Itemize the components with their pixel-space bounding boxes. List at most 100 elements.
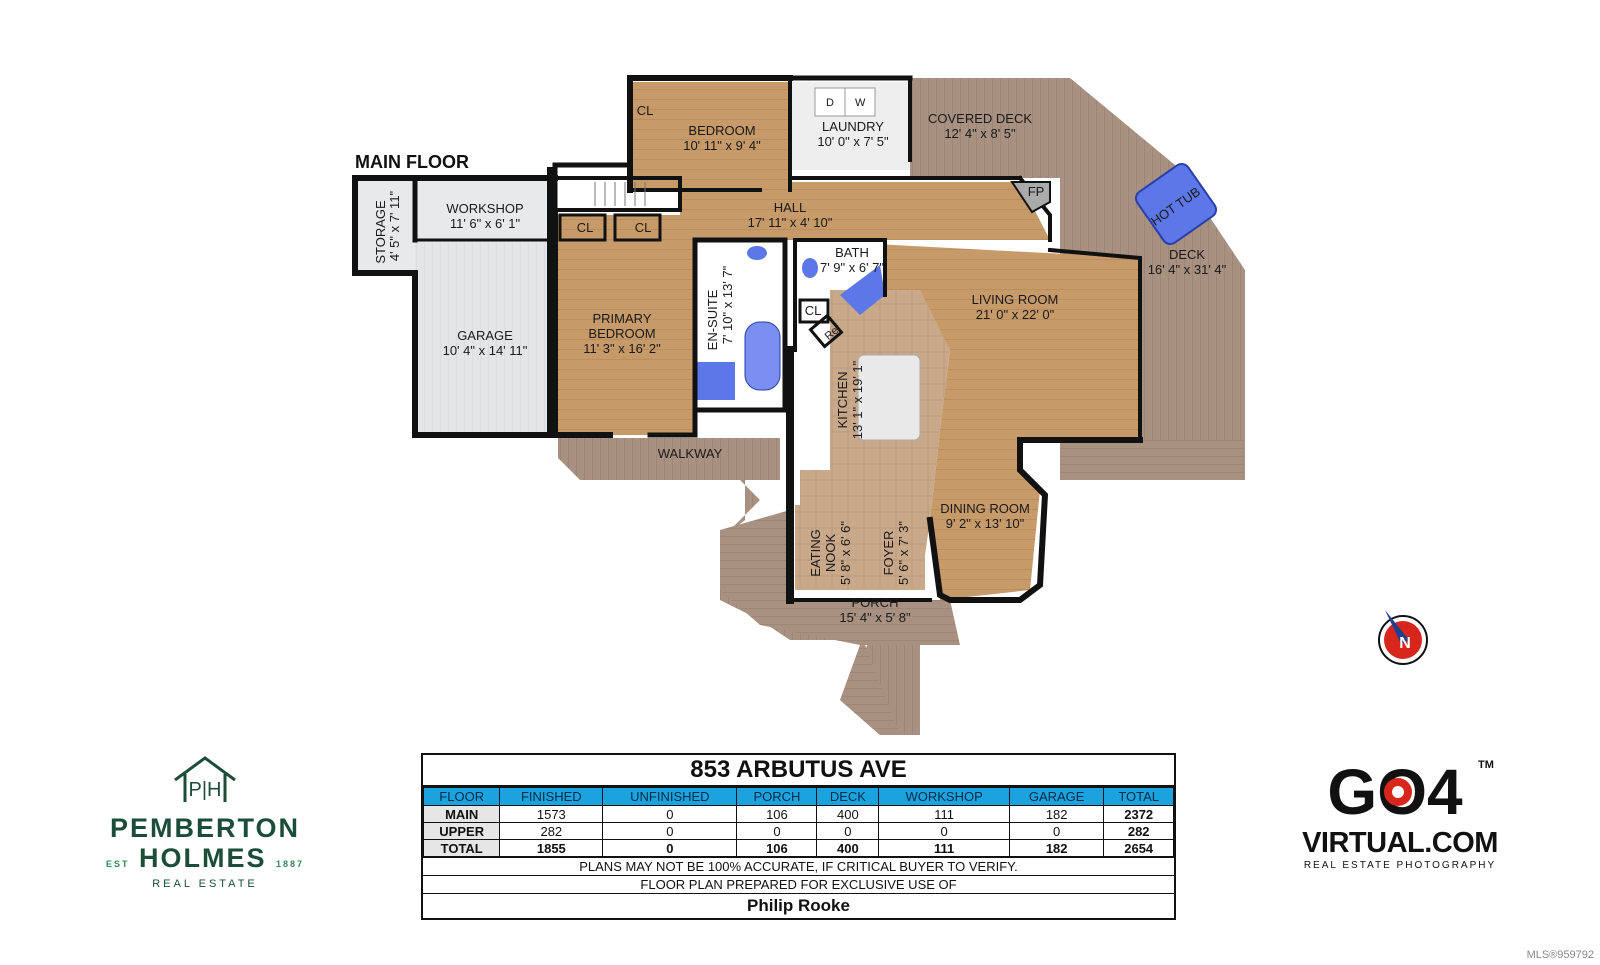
covered-deck-area (910, 78, 1245, 440)
area-table: FLOOR FINISHED UNFINISHED PORCH DECK WOR… (422, 787, 1174, 857)
hot-tub (1134, 162, 1218, 246)
dims-deck: 16' 4" x 31' 4" (1148, 262, 1227, 277)
dryer-label: D (826, 97, 834, 109)
table-cell: 111 (878, 805, 1010, 823)
dims-bath: 7' 9" x 6' 7" (820, 260, 884, 275)
table-cell: MAIN (422, 805, 501, 823)
table-cell: TOTAL (422, 839, 501, 857)
dims-workshop: 11' 6" x 6' 1" (450, 216, 521, 231)
table-cell: 282 (499, 822, 604, 840)
porch-area (720, 510, 960, 735)
table-cell: 0 (878, 822, 1010, 840)
room-labels: BEDROOM 10' 11" x 9' 4" LAUNDRY 10' 0" x… (373, 103, 1227, 625)
logo-mark: P|H (189, 779, 222, 801)
dims-dining-room: 9' 2" x 13' 10" (946, 516, 1025, 531)
hall-area (680, 182, 1050, 262)
dims-eating-nook: 5' 8" x 6' 6" (838, 521, 853, 585)
table-cell: 0 (1008, 822, 1105, 840)
kitchen-island (857, 354, 921, 441)
label-dining-room: DINING ROOM (940, 501, 1030, 516)
label-porch: PORCH (852, 595, 899, 610)
table-cell: 0 (736, 822, 818, 840)
table-cell: UPPER (422, 822, 501, 840)
table-header-row: FLOOR FINISHED UNFINISHED PORCH DECK WOR… (422, 787, 1174, 806)
dims-ensuite: 7' 10" x 13' 7" (720, 265, 735, 344)
dryer (814, 87, 846, 117)
prepared-for: FLOOR PLAN PREPARED FOR EXCLUSIVE USE OF (423, 875, 1174, 893)
go4-mark-icon: GO4 TM (1327, 756, 1494, 828)
col-header: DECK (816, 787, 880, 806)
client-name: Philip Rooke (423, 893, 1174, 918)
table-cell: 182 (1008, 839, 1105, 857)
label-primary-bedroom-2: BEDROOM (588, 326, 655, 341)
walls (352, 75, 1143, 604)
label-cl-bedroom: CL (637, 103, 654, 118)
table-cell: 0 (602, 822, 738, 840)
walkway-area (558, 438, 950, 735)
floor-plan: MAIN FLOOR (352, 75, 1428, 735)
label-ensuite: EN-SUITE (705, 289, 720, 350)
label-primary-bedroom-1: PRIMARY (593, 311, 652, 326)
table-cell: 1573 (499, 805, 604, 823)
label-walkway: WALKWAY (658, 446, 723, 461)
label-kitchen: KITCHEN (835, 371, 850, 428)
dims-foyer: 5' 6" x 7' 3" (896, 521, 911, 585)
label-eating-nook-1: EATING (808, 529, 823, 576)
table-cell: 0 (602, 839, 738, 857)
logo-line2: HOLMES (138, 843, 267, 873)
ensuite-sink (747, 246, 767, 260)
col-header: TOTAL (1103, 787, 1174, 806)
label-living-room: LIVING ROOM (972, 292, 1059, 307)
table-cell: 282 (1103, 822, 1174, 840)
label-cl-1: CL (577, 220, 594, 235)
col-header: FLOOR (422, 787, 501, 806)
label-deck: DECK (1169, 247, 1205, 262)
col-header: UNFINISHED (602, 787, 738, 806)
area-summary-table: 853 ARBUTUS AVE FLOOR FINISHED UNFINISHE… (421, 753, 1176, 920)
table-cell: 1855 (499, 839, 604, 857)
compass-icon: N (1378, 610, 1428, 665)
dims-primary-bedroom: 11' 3" x 16' 2" (583, 341, 661, 356)
label-covered-deck: COVERED DECK (928, 111, 1032, 126)
logo-est: EST (105, 859, 130, 869)
washer-label: W (855, 97, 866, 109)
logo-line2-wrapper: EST HOLMES 1887 (100, 844, 310, 878)
label-hall: HALL (774, 200, 807, 215)
logo-line1: PEMBERTON (109, 813, 301, 843)
label-cl-2: CL (635, 220, 652, 235)
table-row: TOTAL 1855 0 106 400 111 182 2654 (422, 839, 1174, 857)
dims-living-room: 21' 0" x 22' 0" (976, 307, 1055, 322)
col-header: GARAGE (1008, 787, 1105, 806)
label-storage: STORAGE (373, 200, 388, 264)
go4-tm: TM (1478, 759, 1494, 771)
label-eating-nook-2: NOOK (823, 534, 838, 573)
label-laundry: LAUNDRY (822, 119, 884, 134)
label-foyer: FOYER (881, 531, 896, 576)
garage-area (415, 240, 550, 435)
dims-porch: 15' 4" x 5' 8" (839, 610, 911, 625)
go4-line1: VIRTUAL.COM (1302, 827, 1498, 859)
col-header: FINISHED (499, 787, 604, 806)
table-cell: 2372 (1103, 805, 1174, 823)
foyer-area (855, 505, 925, 590)
table-row: UPPER 282 0 0 0 0 0 282 (422, 822, 1174, 840)
label-workshop: WORKSHOP (446, 201, 523, 216)
floor-title: MAIN FLOOR (355, 152, 469, 172)
living-room-area (800, 240, 1140, 600)
pemberton-holmes-logo: P|H PEMBERTON EST HOLMES 1887 REAL ESTAT… (100, 752, 310, 890)
col-header: WORKSHOP (878, 787, 1010, 806)
table-cell: 400 (816, 839, 880, 857)
logo-sub: REAL ESTATE (152, 878, 258, 890)
bath-sink (802, 258, 818, 278)
table-cell: 111 (878, 839, 1010, 857)
primary-bedroom-area (555, 215, 695, 435)
ensuite-shower (697, 362, 735, 400)
stairs (594, 182, 646, 206)
house-icon: P|H (174, 756, 236, 802)
logo-year: 1887 (276, 859, 305, 869)
dims-covered-deck: 12' 4" x 8' 5" (944, 126, 1016, 141)
eating-nook-area (795, 505, 850, 590)
col-header: PORCH (736, 787, 818, 806)
table-cell: 0 (816, 822, 880, 840)
label-bedroom: BEDROOM (688, 123, 755, 138)
